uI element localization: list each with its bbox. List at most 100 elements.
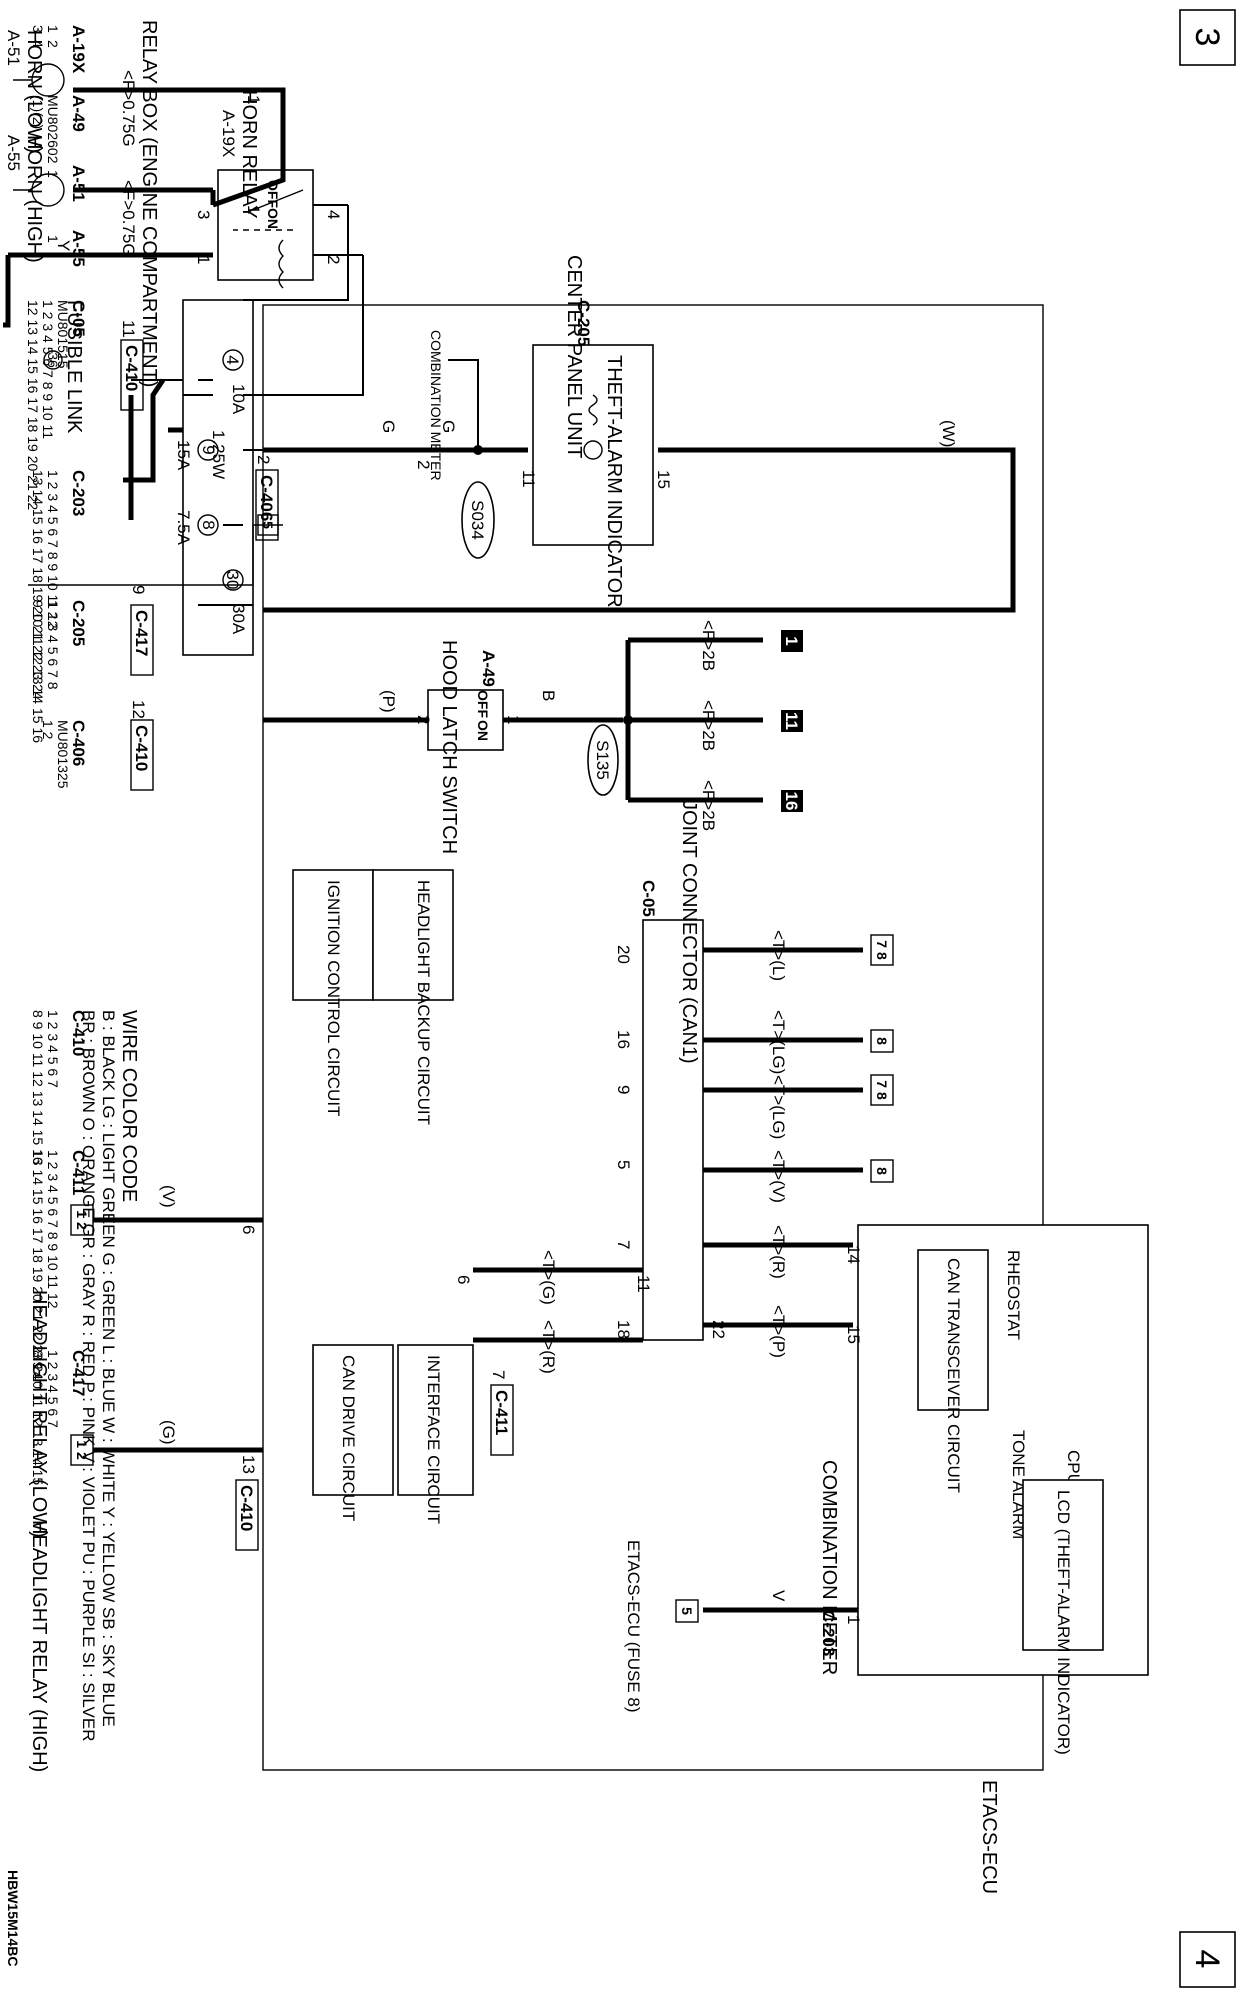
svg-text:1 2 3 4 5 6 7: 1 2 3 4 5 6 7	[45, 1010, 61, 1088]
svg-text:C-410: C-410	[122, 345, 141, 391]
svg-text:C-05: C-05	[69, 300, 88, 337]
svg-text:13: 13	[239, 1455, 258, 1474]
hood-latch-switch: HOOD LATCH SWITCH A-49 OFF ON 2 1 (P) B	[263, 640, 623, 854]
svg-text:(1)(2): (1)(2)	[30, 95, 46, 129]
svg-text:11: 11	[782, 712, 801, 730]
svg-text:8: 8	[199, 520, 218, 529]
wire-yellow: Y	[3, 240, 213, 328]
svg-text:ON: ON	[265, 208, 281, 229]
svg-text:C-411: C-411	[69, 1150, 88, 1195]
svg-text:1 2 3 4 5 6 7 8 9 10 11 12: 1 2 3 4 5 6 7 8 9 10 11 12	[45, 470, 61, 629]
svg-text:2: 2	[414, 460, 433, 469]
svg-text:ON: ON	[475, 720, 491, 741]
svg-text:S034: S034	[468, 500, 487, 540]
svg-text:1 2 3 4 5 6 7 8: 1 2 3 4 5 6 7 8	[45, 600, 61, 690]
connector-c417-9: 9 C-417	[129, 585, 154, 676]
svg-text:1 2 3 4 5 6 7 8 9 10 11: 1 2 3 4 5 6 7 8 9 10 11	[40, 300, 56, 439]
svg-text:20: 20	[614, 945, 633, 964]
svg-text:1 2: 1 2	[74, 1440, 90, 1460]
svg-text:CPU: CPU	[1064, 1450, 1083, 1486]
svg-text:16: 16	[614, 1030, 633, 1049]
svg-text:B: B	[539, 690, 558, 701]
svg-text:MU801325: MU801325	[55, 720, 71, 789]
svg-text:16: 16	[782, 792, 801, 811]
svg-text:1: 1	[45, 170, 61, 178]
svg-text:<T>(R): <T>(R)	[539, 1320, 558, 1374]
svg-text:9: 9	[199, 445, 218, 454]
svg-text:15A: 15A	[174, 440, 193, 471]
interface-circuit: INTERFACE CIRCUIT	[397, 1344, 474, 1524]
svg-text:COMBINATION METER: COMBINATION METER	[818, 1460, 840, 1675]
connector-c410-11: 11 C-410	[119, 320, 144, 411]
svg-text:G: G	[379, 420, 398, 433]
svg-text:BR : BROWN O : ORANGE GR: BR : BROWN O : ORANGE GR : GRAY R : RED …	[79, 1010, 98, 1742]
svg-text:C-406: C-406	[69, 720, 88, 766]
svg-text:6: 6	[239, 1225, 258, 1234]
svg-text:MU801515: MU801515	[55, 300, 71, 369]
svg-text:RELAY BOX (ENGINE COMPARTMENT): RELAY BOX (ENGINE COMPARTMENT)	[138, 20, 160, 387]
etacs-fuse-8: 8 7.5A 5	[28, 510, 283, 586]
svg-text:8: 8	[874, 1037, 890, 1045]
svg-text:3: 3	[194, 210, 213, 219]
page-number-3: 3	[1179, 9, 1236, 66]
connector-c410-12: 12 C-410	[129, 700, 154, 791]
svg-text:<F>2B: <F>2B	[699, 780, 718, 831]
svg-text:30: 30	[223, 571, 242, 590]
svg-text:A-49: A-49	[479, 650, 498, 687]
svg-text:C-410: C-410	[132, 725, 151, 771]
horn-high: HORN (HIGH) A-55 1 <F>0.75G	[4, 135, 263, 263]
svg-text:C-417: C-417	[69, 1350, 88, 1396]
svg-text:11: 11	[519, 470, 538, 488]
svg-text:A-51: A-51	[4, 30, 23, 66]
svg-text:3: 3	[1188, 28, 1226, 47]
svg-text:A-55: A-55	[4, 135, 23, 171]
svg-text:2: 2	[254, 455, 273, 464]
svg-text:(G): (G)	[159, 1420, 178, 1445]
svg-text:CAN TRANSCEIVER CIRCUIT: CAN TRANSCEIVER CIRCUIT	[944, 1258, 963, 1493]
ground-wires: <F>2B <F>2B <F>2B 1 11 16	[625, 620, 803, 831]
svg-text:2: 2	[324, 255, 343, 264]
svg-text:7 8: 7 8	[874, 1080, 890, 1100]
splice-s034: S034	[461, 481, 495, 559]
svg-text:C-205: C-205	[574, 300, 593, 346]
svg-text:C-410: C-410	[69, 1010, 88, 1056]
svg-text:<T>(V): <T>(V)	[769, 1150, 788, 1203]
connector-c410-13: 13 C-410	[235, 1455, 259, 1551]
svg-text:S135: S135	[593, 740, 612, 780]
svg-text:(W): (W)	[939, 420, 958, 447]
svg-text:9: 9	[614, 1085, 633, 1094]
wire-color-code: WIRE COLOR CODE B : BLACK LG : LIGHT GRE…	[79, 1010, 140, 1742]
headlight-backup-circuit: HEADLIGHT BACKUP CIRCUIT	[372, 869, 454, 1125]
svg-text:3: 3	[30, 25, 46, 33]
svg-text:C-406: C-406	[257, 475, 276, 521]
etacs-ecu: ETACS-ECU	[262, 304, 1044, 1894]
svg-text:B : BLACK LG : LIGHT GREEN: B : BLACK LG : LIGHT GREEN G : GREEN L :…	[99, 1010, 118, 1727]
svg-text:8 9 10 11 12 13 14 15 16: 8 9 10 11 12 13 14 15 16	[30, 1010, 46, 1165]
combination-meter: COMBINATION METER C-203 CAN TRANSCEIVER …	[818, 1224, 1149, 1755]
svg-text:A-51: A-51	[69, 165, 88, 202]
svg-text:15: 15	[654, 470, 673, 489]
svg-text:1: 1	[45, 235, 61, 243]
svg-text:1: 1	[844, 1615, 863, 1624]
svg-text:<T>(R): <T>(R)	[769, 1225, 788, 1279]
svg-text:G: G	[439, 420, 458, 433]
svg-text:<T>(LG): <T>(LG)	[769, 1010, 788, 1074]
svg-text:C-411: C-411	[492, 1390, 511, 1435]
horn-low: HORN (LOW) A-51 1 <F>0.75G	[4, 30, 263, 153]
svg-text:13 14 15 16 17 18 19 20 21 22: 13 14 15 16 17 18 19 20 21 22 23 24	[30, 1150, 46, 1380]
can-main-wires: <T>(G) <T>(R) 6 11 <T>(R) <T>(P)	[454, 1225, 853, 1374]
svg-text:INTERFACE CIRCUIT: INTERFACE CIRCUIT	[424, 1355, 443, 1524]
svg-text:HOOD LATCH SWITCH: HOOD LATCH SWITCH	[438, 640, 460, 854]
svg-text:OFF: OFF	[475, 690, 491, 718]
svg-text:7: 7	[489, 1370, 508, 1379]
svg-text:5: 5	[614, 1160, 633, 1169]
svg-text:11: 11	[119, 320, 138, 338]
svg-text:7: 7	[614, 1240, 633, 1249]
svg-text:C-410: C-410	[237, 1485, 256, 1531]
svg-text:HEADLIGHT RELAY (LOW): HEADLIGHT RELAY (LOW)	[28, 1290, 50, 1538]
svg-text:A-19X: A-19X	[69, 25, 88, 74]
svg-text:1 2: 1 2	[74, 1210, 90, 1230]
svg-text:C-203: C-203	[819, 1610, 838, 1656]
svg-text:9 10 11 12 13 14 15 16: 9 10 11 12 13 14 15 16	[30, 600, 46, 743]
